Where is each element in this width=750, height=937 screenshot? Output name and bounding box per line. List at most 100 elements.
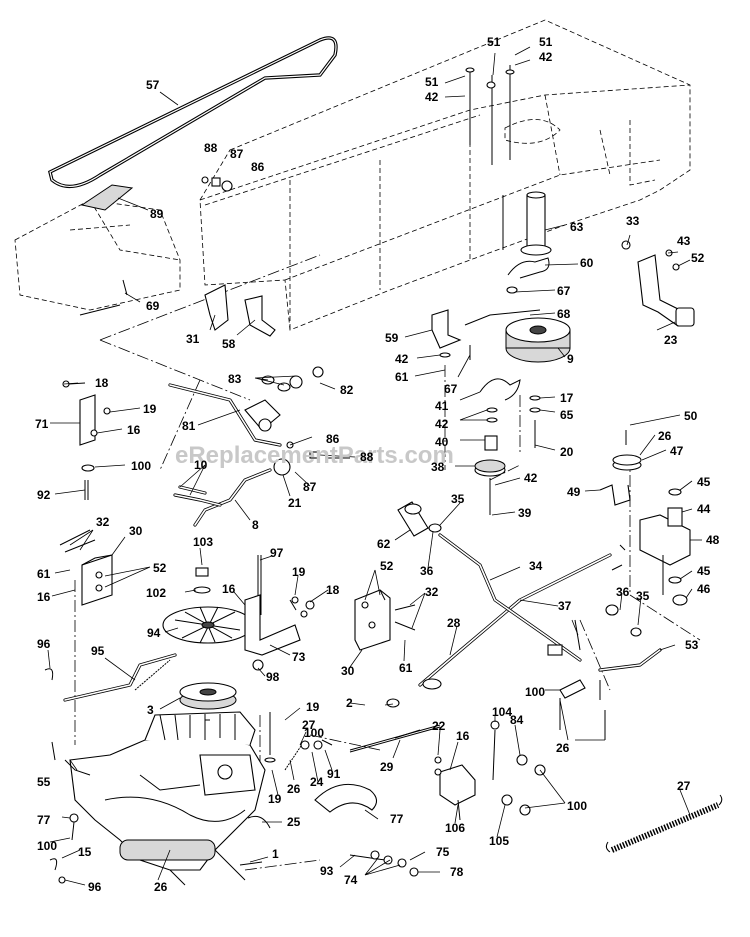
- washer-100-left: [81, 464, 95, 500]
- callout: 20: [560, 445, 574, 459]
- callout: 62: [377, 537, 391, 551]
- callout: 19: [306, 700, 320, 714]
- callout: 40: [435, 435, 449, 449]
- callout: 10: [194, 458, 208, 472]
- pto-clutch: [505, 317, 571, 363]
- callout: 86: [251, 160, 265, 174]
- callout: 61: [37, 567, 51, 581]
- callout: 3: [147, 703, 154, 717]
- callout: 36: [420, 564, 434, 578]
- callout: 69: [146, 299, 160, 313]
- callout: 65: [560, 408, 574, 422]
- bracket-104: [434, 720, 546, 821]
- callout: 106: [445, 821, 465, 835]
- callout: 42: [524, 471, 538, 485]
- callout: 51: [425, 75, 439, 89]
- callout: 77: [390, 812, 404, 826]
- transaxle-hardware: [49, 741, 271, 884]
- callout: 50: [684, 409, 698, 423]
- callout: 19: [268, 792, 282, 806]
- callout: 35: [636, 589, 650, 603]
- callout: 84: [510, 713, 524, 727]
- bracket-30-center: [354, 589, 416, 651]
- callout: 88: [360, 450, 374, 464]
- fan-hardware: [193, 555, 262, 615]
- callout: 24: [310, 775, 324, 789]
- callout: 45: [697, 475, 711, 489]
- callout: 103: [193, 535, 213, 549]
- callout: 48: [706, 533, 720, 547]
- callout: 36: [616, 585, 630, 599]
- rod-28: [386, 553, 612, 708]
- callout: 59: [385, 331, 399, 345]
- callout: 39: [518, 506, 532, 520]
- top-bolts: [465, 65, 515, 250]
- callout: 77: [37, 813, 51, 827]
- bolt-69: [122, 279, 128, 296]
- callout: 22: [432, 719, 446, 733]
- small-stack-hardware: [439, 286, 541, 515]
- callout: 32: [425, 585, 439, 599]
- callout: 42: [435, 417, 449, 431]
- callout: 100: [525, 685, 545, 699]
- callout: 1: [272, 847, 279, 861]
- callout: 31: [186, 332, 200, 346]
- brake-assembly: [599, 430, 691, 606]
- callout: 102: [146, 586, 166, 600]
- bypass-rod: [44, 653, 177, 702]
- callout: 100: [567, 799, 587, 813]
- callout: 100: [37, 839, 57, 853]
- callout: 51: [487, 35, 501, 49]
- callout: 2: [346, 696, 353, 710]
- bracket-30-left: [59, 529, 113, 606]
- callout: 16: [222, 582, 236, 596]
- callout: 52: [691, 251, 705, 265]
- callout: 78: [450, 865, 464, 879]
- callout: 16: [456, 729, 470, 743]
- bracket-73: [244, 594, 315, 671]
- callout: 96: [88, 880, 102, 894]
- callout: 51: [539, 35, 553, 49]
- pulley-3: [179, 682, 237, 710]
- callout: 42: [395, 352, 409, 366]
- rod-22: [349, 724, 441, 753]
- callout: 26: [154, 880, 168, 894]
- callout: 74: [344, 873, 358, 887]
- callout: 83: [228, 372, 242, 386]
- spring-25: [264, 712, 333, 771]
- callout: 89: [150, 207, 164, 221]
- spindle-63: [520, 191, 552, 256]
- assembly-centerlines: [74, 254, 701, 871]
- callout: 30: [129, 524, 143, 538]
- callout: 15: [78, 845, 92, 859]
- callout: 104: [492, 705, 512, 719]
- callout: 19: [143, 402, 157, 416]
- callout: 37: [558, 599, 572, 613]
- callout: 46: [697, 582, 711, 596]
- callout: 52: [153, 561, 167, 575]
- callout: 17: [560, 391, 574, 405]
- callout: 95: [91, 644, 105, 658]
- callout: 42: [539, 50, 553, 64]
- callout: 27: [677, 779, 691, 793]
- bracket-59: [431, 309, 462, 349]
- callout: 32: [96, 515, 110, 529]
- callout: 52: [380, 559, 394, 573]
- hose-93: [314, 783, 378, 813]
- callout: 21: [288, 496, 302, 510]
- callout: 8: [252, 518, 259, 532]
- callout: 63: [570, 220, 584, 234]
- callout: 61: [399, 661, 413, 675]
- callout: 16: [127, 423, 141, 437]
- callout: 58: [222, 337, 236, 351]
- chassis-frame: [14, 19, 691, 331]
- callout: 27: [302, 718, 316, 732]
- bracket-31: [204, 284, 229, 331]
- callout: 26: [658, 429, 672, 443]
- leader-lines: [47, 46, 702, 886]
- spring-60: [507, 257, 550, 279]
- callout: 30: [341, 664, 355, 678]
- callout: 29: [380, 760, 394, 774]
- callout: 87: [230, 147, 244, 161]
- callout: 57: [146, 78, 160, 92]
